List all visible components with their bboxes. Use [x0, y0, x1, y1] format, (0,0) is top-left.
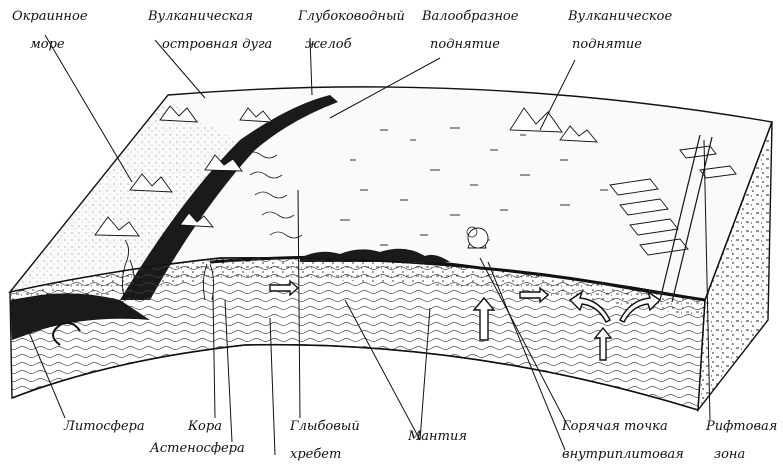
label-volcanic-rise-2: поднятие	[572, 37, 642, 52]
label-volcanic-arc-1: Вулканическая	[147, 9, 253, 24]
label-volcanic-rise-1: Вулканическое	[567, 9, 672, 24]
label-ridge-1: Глыбовый	[289, 419, 360, 434]
label-marginal-sea-2: море	[30, 37, 65, 52]
label-hotspot-2: внутриплитовая	[562, 447, 684, 462]
label-lithosphere: Литосфера	[63, 419, 145, 434]
label-ridge-2: хребет	[290, 447, 341, 462]
label-crust: Кора	[187, 419, 222, 434]
label-volcanic-arc-2: островная дуга	[162, 37, 272, 52]
label-rift-1: Рифтовая	[705, 419, 777, 434]
label-rift-2: зона	[714, 447, 745, 462]
label-asthenosphere: Астеносфера	[149, 441, 245, 456]
label-trench-1: Глубоководный	[297, 9, 405, 24]
label-marginal-sea-1: Окраинное	[12, 9, 88, 24]
label-swell-1: Валообразное	[421, 9, 519, 24]
label-swell-2: поднятие	[430, 37, 500, 52]
label-hotspot-1: Горячая точка	[561, 419, 668, 434]
label-mantle: Мантия	[407, 429, 467, 444]
label-trench-2: желоб	[305, 37, 352, 52]
